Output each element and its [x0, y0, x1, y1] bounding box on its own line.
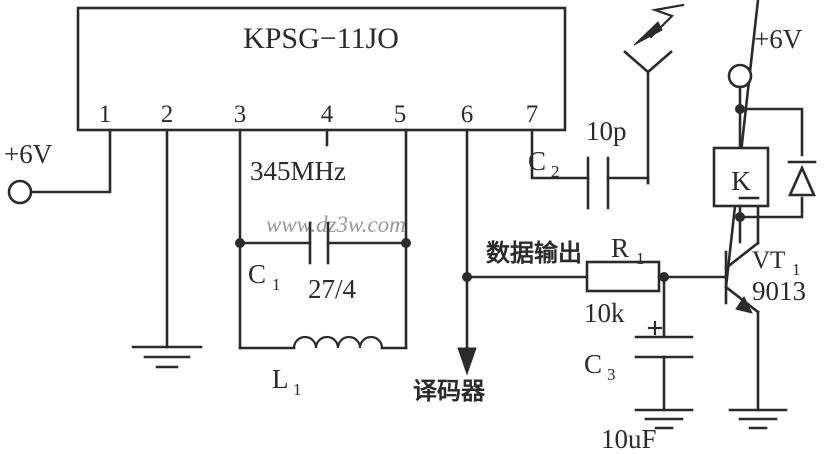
c3-ref-sub: 3 [607, 365, 616, 384]
transistor-vt1 [724, 0, 760, 412]
watermark-text: www.dz3w.com [266, 212, 406, 237]
ic-body [76, 6, 567, 132]
ic-pin-label-4: 4 [321, 101, 334, 128]
ic-pin-label-2: 2 [161, 101, 174, 128]
relay-k-label: K [731, 166, 751, 196]
emitter-arrow-icon [735, 296, 753, 314]
wire-diode-to-collector [738, 196, 804, 219]
r1-ref-sub: 1 [636, 249, 645, 268]
resistor-r1 [585, 260, 661, 293]
l1-ref-label: L [272, 364, 289, 394]
ground-symbol-emitter [728, 408, 788, 430]
l1-ref-sub: 1 [293, 380, 302, 399]
inductor-l1 [238, 335, 408, 350]
c3-value-label: 10uF [601, 424, 657, 454]
ground-symbol-pin2 [131, 345, 203, 369]
c1-value-label: 27/4 [308, 274, 357, 304]
ic-pin-label-6: 6 [461, 101, 474, 128]
ic-pin-label-7: 7 [526, 101, 539, 128]
ic-pin-label-3: 3 [234, 101, 247, 128]
ic-pin-label-1: 1 [99, 101, 112, 128]
r1-ref-label: R [611, 233, 629, 263]
capacitor-c2 [586, 156, 610, 210]
decoder-label: 译码器 [413, 377, 486, 405]
supply-right-terminal [727, 63, 753, 89]
c1-ref-sub: 1 [272, 275, 281, 294]
wire-supply-left-to-pin1 [29, 128, 112, 194]
supply-right-label: +6V [754, 24, 803, 54]
c1-ref-label: C [248, 259, 266, 289]
diode-flyback-icon [787, 160, 817, 197]
c2-ref-label: C [528, 146, 546, 176]
frequency-label: 345MHz [250, 156, 346, 186]
wire-c2-to-antenna [606, 176, 650, 185]
decoder-arrow-icon [457, 347, 477, 376]
vt1-ref-sub: 1 [792, 260, 801, 279]
node-c1-right [401, 238, 411, 248]
capacitor-c3 [634, 320, 694, 412]
supply-left-terminal [7, 179, 33, 205]
ic-label: KPSG−11JO [243, 22, 399, 55]
wire-pin7-to-c2 [530, 128, 590, 180]
vt1-ref-label: VT [752, 247, 785, 274]
antenna-icon [623, 50, 673, 185]
supply-left-label: +6V [4, 139, 53, 169]
ic-pin-label-5: 5 [394, 101, 407, 128]
node-c1-left [235, 238, 245, 248]
ground-symbol-c3 [634, 408, 694, 430]
rf-signal-arrow-icon [633, 3, 685, 46]
vt1-value-label: 9013 [752, 276, 806, 306]
r1-value-label: 10k [584, 298, 625, 328]
c3-ref-label: C [584, 349, 602, 379]
wire-supply-to-diode [738, 107, 804, 157]
c2-ref-sub: 2 [551, 162, 560, 181]
c2-value-label: 10p [586, 116, 627, 146]
capacitor-c1 [235, 221, 411, 265]
data-output-label: 数据输出 [486, 239, 582, 267]
